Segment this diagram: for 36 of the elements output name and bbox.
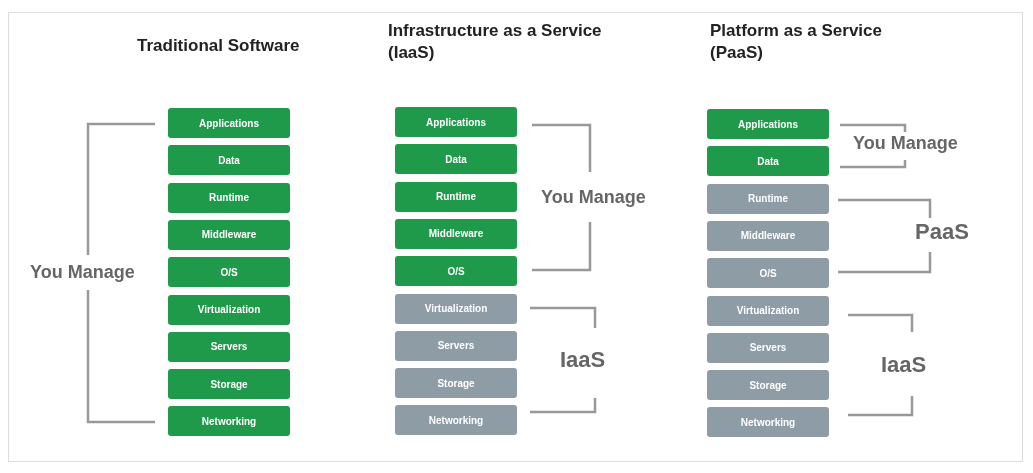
layer-box: Runtime [707,183,829,214]
bracket-label: You Manage [853,132,958,154]
bracket-label: You Manage [30,261,135,283]
layer-box: Storage [168,369,290,400]
layer-box: Data [395,144,517,175]
layer-box: Storage [395,368,517,399]
layer-box: Runtime [395,181,517,212]
layer-box: Applications [168,108,290,138]
layer-box: Servers [168,331,290,362]
layer-box: O/S [707,258,829,289]
bracket-label: PaaS [915,221,969,243]
layer-box: O/S [395,256,517,287]
layer-box: Data [707,146,829,177]
layer-box: Middleware [395,218,517,249]
layer-box: Middleware [707,220,829,251]
layer-box: Middleware [168,219,290,250]
layer-box: Virtualization [395,293,517,324]
layer-box: Applications [395,107,517,137]
layer-box: Networking [707,407,829,438]
layer-box: Storage [707,370,829,401]
bracket-label: IaaS [560,349,606,371]
column-heading: Platform as a Service (PaaS) [710,20,883,64]
layer-box: Virtualization [168,294,290,325]
layer-box: Applications [707,109,829,139]
layer-box: O/S [168,257,290,288]
layer-box: Networking [395,405,517,436]
layer-box: Virtualization [707,295,829,326]
column-heading: Traditional Software [137,35,300,57]
bracket-label: You Manage [541,186,646,208]
layer-box: Networking [168,406,290,437]
bracket-label: IaaS [881,354,927,376]
column-heading: Infrastructure as a Service (IaaS) [388,20,603,64]
layer-box: Data [168,145,290,176]
layer-box: Runtime [168,182,290,213]
layer-box: Servers [707,332,829,363]
layer-box: Servers [395,330,517,361]
